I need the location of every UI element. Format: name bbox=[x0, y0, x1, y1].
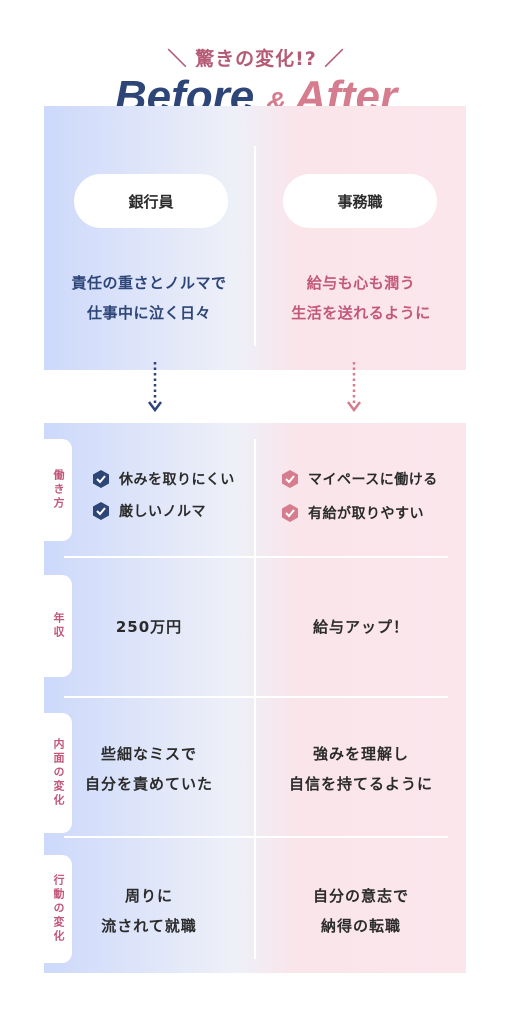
summary-after-line: 給与も心も潤う bbox=[306, 274, 416, 292]
cell-line: 流されて就職 bbox=[101, 917, 197, 935]
action-change-after: 自分の意志で 納得の転職 bbox=[256, 881, 466, 941]
cell-line: 強みを理解し bbox=[312, 745, 409, 763]
income-after: 給与アップ！ bbox=[312, 618, 409, 636]
row-label-text: 働き方 bbox=[52, 469, 65, 511]
list-item-text: マイペースに働ける bbox=[308, 472, 438, 488]
list-item: マイペースに働ける bbox=[281, 469, 438, 489]
row-label-income: 年収 bbox=[44, 575, 72, 677]
job-before-pill: 銀行員 bbox=[74, 174, 228, 228]
list-item-text: 休みを取りにくい bbox=[119, 472, 235, 488]
summary-after: 給与も心も潤う 生活を送れるように bbox=[256, 268, 466, 328]
action-change-before: 周りに 流されて就職 bbox=[44, 881, 254, 941]
bottom-comparison-panel: 働き方 休みを取りにくい 厳しいノルマ マイペースに働ける 有給が取りやすい 年… bbox=[44, 423, 466, 973]
summary-before: 責任の重さとノルマで 仕事中に泣く日々 bbox=[44, 268, 254, 328]
job-after-pill: 事務職 bbox=[283, 174, 437, 228]
cell-line: 自分を責めていた bbox=[84, 775, 213, 793]
list-item-text: 厳しいノルマ bbox=[119, 504, 206, 520]
check-badge-icon bbox=[282, 504, 298, 522]
row-label-text: 行動の変化 bbox=[52, 874, 65, 944]
arrow-down-icon bbox=[347, 362, 361, 413]
list-item: 有給が取りやすい bbox=[281, 503, 424, 523]
cell-line: 自分の意志で bbox=[312, 887, 409, 905]
list-item: 厳しいノルマ bbox=[92, 501, 206, 521]
row-label-action-change: 行動の変化 bbox=[44, 855, 72, 963]
inner-change-before: 些細なミスで 自分を責めていた bbox=[44, 739, 254, 799]
row-label-work-style: 働き方 bbox=[44, 439, 72, 541]
row-divider bbox=[64, 836, 448, 838]
cell-line: 納得の転職 bbox=[320, 917, 401, 935]
cell-line: 周りに bbox=[124, 887, 173, 905]
check-badge-icon bbox=[93, 470, 109, 488]
top-comparison-panel: 銀行員 事務職 責任の重さとノルマで 仕事中に泣く日々 給与も心も潤う 生活を送… bbox=[44, 106, 466, 370]
check-badge-icon bbox=[282, 470, 298, 488]
arrow-down-icon bbox=[148, 362, 162, 413]
inner-change-after: 強みを理解し 自信を持てるように bbox=[256, 739, 466, 799]
row-label-text: 年収 bbox=[52, 612, 65, 640]
column-divider bbox=[254, 439, 256, 959]
subtitle: ＼ 驚きの変化!? ／ bbox=[167, 48, 345, 70]
row-label-inner-change: 内面の変化 bbox=[44, 713, 72, 833]
summary-after-line: 生活を送れるように bbox=[291, 304, 431, 322]
cell-line: 自信を持てるように bbox=[288, 775, 433, 793]
summary-before-line: 仕事中に泣く日々 bbox=[86, 304, 211, 322]
cell-line: 些細なミスで bbox=[100, 745, 197, 763]
list-item: 休みを取りにくい bbox=[92, 469, 235, 489]
check-badge-icon bbox=[93, 502, 109, 520]
row-divider bbox=[64, 696, 448, 698]
summary-before-line: 責任の重さとノルマで bbox=[71, 274, 227, 292]
row-label-text: 内面の変化 bbox=[52, 738, 65, 808]
income-before: 250万円 bbox=[115, 618, 183, 636]
list-item-text: 有給が取りやすい bbox=[308, 506, 424, 522]
row-divider bbox=[64, 556, 448, 558]
column-divider bbox=[254, 146, 256, 346]
